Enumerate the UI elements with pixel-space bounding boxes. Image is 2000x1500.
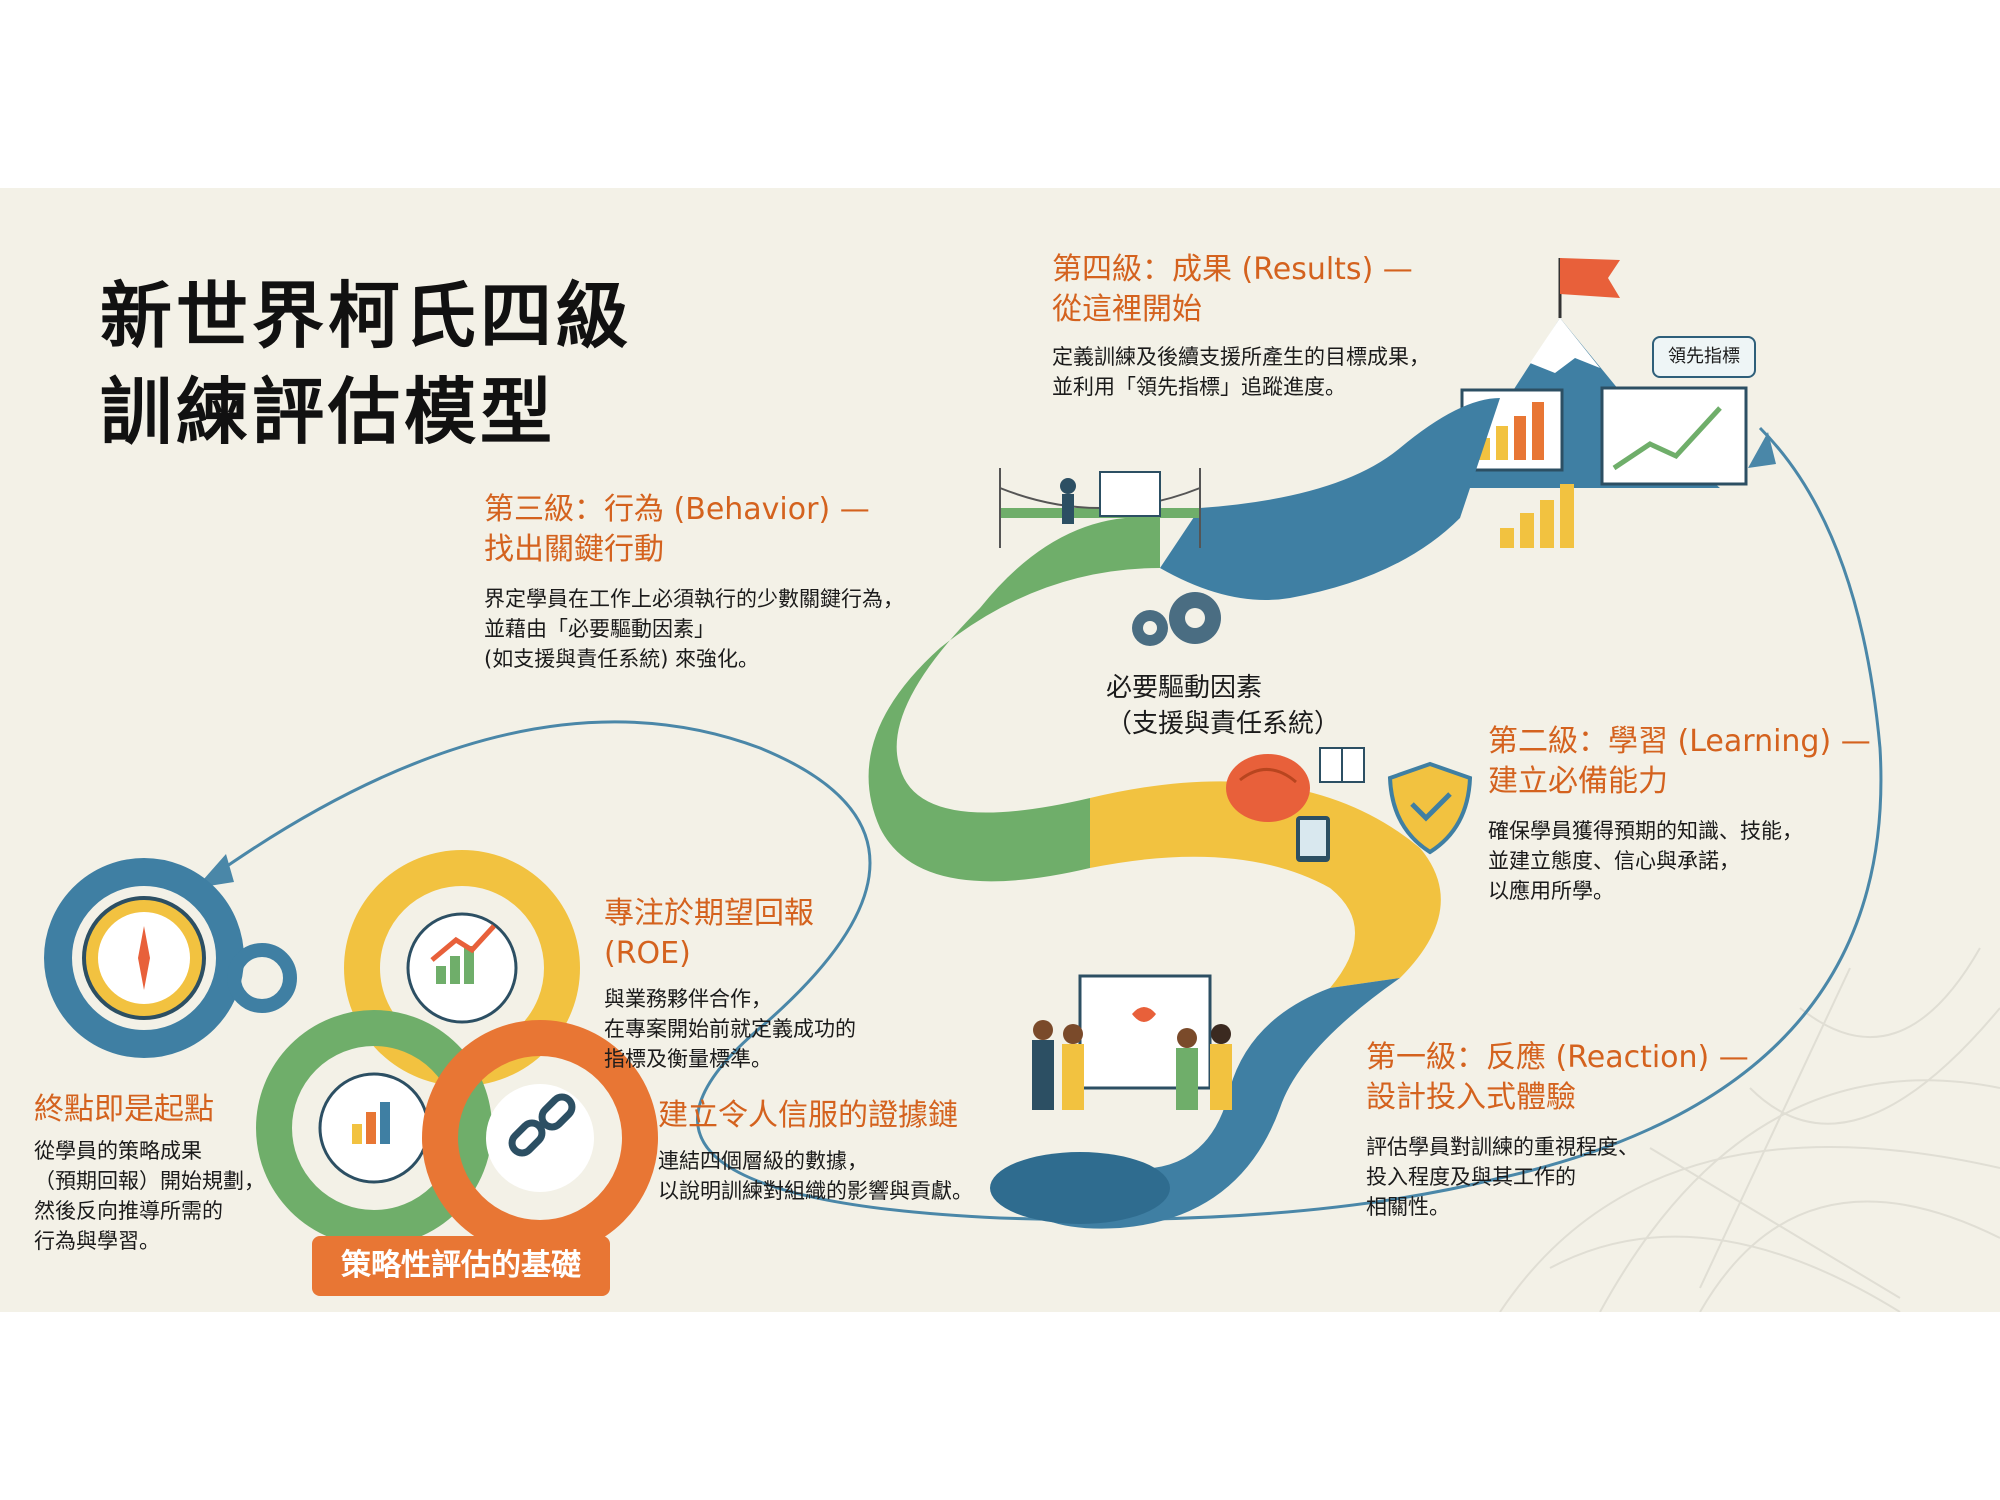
level2-subheading: 建立必備能力 — [1488, 764, 1668, 799]
level1-body-line3: 相關性。 — [1366, 1195, 1450, 1219]
compass-icon — [44, 858, 297, 1058]
title-line-1: 新世界柯氏四級 — [100, 274, 633, 358]
roe-heading: 專注於期望回報 — [604, 896, 814, 931]
feedback-curve — [209, 426, 1883, 1222]
endpoint-body-line3: 然後反向推導所需的 — [34, 1199, 223, 1223]
roe-body-line3: 指標及衡量標準。 — [604, 1047, 772, 1071]
flag-icon — [1560, 258, 1620, 298]
level3-body-line1: 界定學員在工作上必須執行的少數關鍵行為， — [484, 587, 904, 611]
level3-block: 第三級：行為 (Behavior) — 找出關鍵行動 界定學員在工作上必須執行的… — [484, 490, 904, 674]
level1-block: 第一級：反應 (Reaction) — 設計投入式體驗 評估學員對訓練的重視程度… — [1366, 1038, 1749, 1222]
level3-body-line3: (如支援與責任系統) 來強化。 — [484, 647, 760, 671]
shield-check-icon — [1387, 761, 1473, 855]
evidence-body-line1: 連結四個層級的數據， — [658, 1149, 868, 1173]
drivers-line1: 必要驅動因素 — [1106, 673, 1263, 703]
level3-body-line2: 並藉由「必要驅動因素」 — [484, 617, 715, 641]
background-pattern — [1499, 947, 2000, 1312]
presenter-icon — [1060, 471, 1161, 524]
roe-body-line2: 在專案開始前就定義成功的 — [604, 1017, 856, 1041]
level2-heading: 第二級：學習 (Learning) — — [1488, 724, 1871, 759]
evidence-body-line2: 以說明訓練對組織的影響與貢獻。 — [658, 1179, 973, 1203]
roe-block: 專注於期望回報 (ROE) 與業務夥伴合作， 在專案開始前就定義成功的 指標及衡… — [604, 894, 856, 1074]
reaction-platform — [990, 1152, 1170, 1224]
illustration — [44, 258, 2000, 1312]
brain-icon — [1226, 754, 1310, 822]
endpoint-body-line1: 從學員的策略成果 — [34, 1139, 202, 1163]
loop-ring-left — [256, 1010, 492, 1246]
arrow-head-right — [1748, 432, 1776, 468]
level1-heading: 第一級：反應 (Reaction) — — [1366, 1040, 1749, 1075]
tablet-icon — [1296, 816, 1330, 862]
road-segment-results — [1160, 398, 1500, 600]
roe-body-line1: 與業務夥伴合作， — [604, 987, 772, 1011]
growth-chart-icon — [430, 924, 496, 984]
page-title: 新世界柯氏四級 訓練評估模型 — [100, 268, 632, 460]
level4-heading: 第四級：成果 (Results) — — [1052, 252, 1413, 287]
book-icon — [1319, 747, 1365, 783]
bar-chart-icon — [1500, 484, 1574, 548]
people-icon — [1032, 974, 1232, 1110]
level1-body-line1: 評估學員對訓練的重視程度、 — [1366, 1135, 1639, 1159]
level2-block: 第二級：學習 (Learning) — 建立必備能力 確保學員獲得預期的知識、技… — [1488, 722, 1871, 906]
leading-indicator-tag: 領先指標 — [1652, 336, 1756, 378]
slide: 新世界柯氏四級 訓練評估模型 第四級：成果 (Results) — 從這裡開始 … — [0, 188, 2000, 1312]
road-segment-learning — [1090, 781, 1441, 988]
roe-subheading: (ROE) — [604, 936, 691, 971]
level3-subheading: 找出關鍵行動 — [484, 532, 664, 567]
level3-heading: 第三級：行為 (Behavior) — — [484, 492, 870, 527]
endpoint-body-line2: （預期回報）開始規劃， — [34, 1169, 265, 1193]
evidence-block: 建立令人信服的證據鏈 連結四個層級的數據， 以說明訓練對組織的影響與貢獻。 — [658, 1096, 973, 1206]
level4-subheading: 從這裡開始 — [1052, 292, 1202, 327]
level2-body-line2: 並建立態度、信心與承諾， — [1488, 849, 1740, 873]
endpoint-body-line4: 行為與學習。 — [34, 1229, 160, 1253]
road-segment-behavior — [868, 517, 1160, 882]
evidence-heading: 建立令人信服的證據鏈 — [658, 1098, 958, 1133]
level4-body-line1: 定義訓練及後續支援所產生的目標成果， — [1052, 345, 1430, 369]
level1-body-line2: 投入程度及與其工作的 — [1366, 1165, 1576, 1189]
level2-body-line3: 以應用所學。 — [1488, 879, 1614, 903]
level4-block: 第四級：成果 (Results) — 從這裡開始 定義訓練及後續支援所產生的目標… — [1052, 250, 1430, 402]
bridge-arches — [1110, 868, 1250, 948]
endpoint-heading: 終點即是起點 — [34, 1092, 214, 1127]
title-line-2: 訓練評估模型 — [100, 370, 557, 454]
drivers-label: 必要驅動因素 （支援與責任系統） — [1106, 670, 1340, 742]
growth-chart-icon — [1600, 386, 1748, 486]
foundation-badge: 策略性評估的基礎 — [312, 1236, 610, 1296]
gear-icon — [1132, 592, 1221, 646]
level1-subheading: 設計投入式體驗 — [1366, 1080, 1576, 1115]
drivers-line2: （支援與責任系統） — [1106, 709, 1341, 739]
level2-body-line1: 確保學員獲得預期的知識、技能， — [1488, 819, 1803, 843]
endpoint-block: 終點即是起點 從學員的策略成果 （預期回報）開始規劃， 然後反向推導所需的 行為… — [34, 1090, 265, 1256]
level4-body-line2: 並利用「領先指標」追蹤進度。 — [1052, 375, 1346, 399]
